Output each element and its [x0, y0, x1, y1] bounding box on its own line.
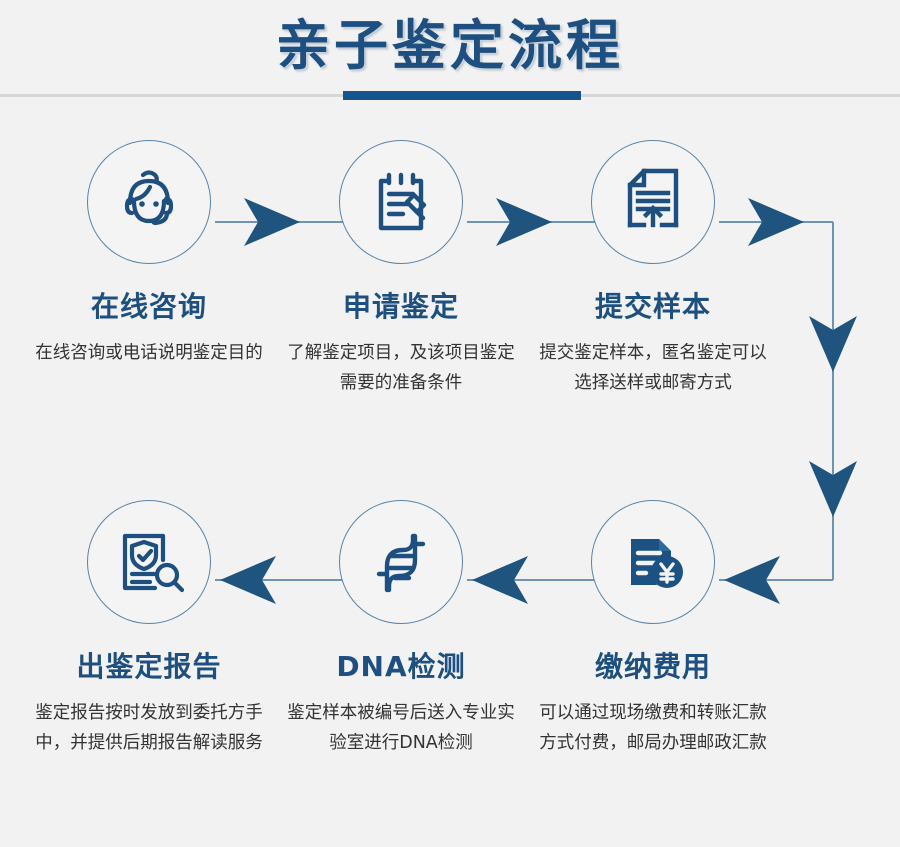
dna-helix-icon — [376, 533, 426, 593]
step-title: 缴纳费用 — [594, 650, 711, 683]
eye-right — [153, 201, 159, 207]
step-description: 鉴定样本被编号后送入专业实验室进行DNA检测 — [287, 703, 515, 753]
flow-step-dna-test[interactable]: DNA检测 鉴定样本被编号后送入专业实验室进行DNA检测 — [274, 500, 528, 758]
page-title: 亲子鉴定流程 — [276, 14, 624, 77]
step-description: 可以通过现场缴费和转账汇款方式付费，邮局办理邮政汇款 — [539, 703, 767, 753]
step-title: DNA检测 — [336, 650, 466, 683]
step-icon-circle — [591, 140, 715, 264]
step-title: 提交样本 — [594, 290, 711, 323]
invoice-yen-icon — [631, 539, 683, 588]
header-accent-underline — [343, 91, 581, 100]
step-icon-circle — [591, 500, 715, 624]
document-upload-icon — [627, 168, 679, 228]
step-description: 了解鉴定项目，及该项目鉴定需要的准备条件 — [287, 343, 515, 393]
flow-row-bottom: 出鉴定报告 鉴定报告按时发放到委托方手中，并提供后期报告解读服务 — [0, 500, 900, 845]
report-shield-search-icon — [122, 533, 185, 593]
step-icon-circle — [339, 500, 463, 624]
flow-step-apply-appraisal[interactable]: 申请鉴定 了解鉴定项目，及该项目鉴定需要的准备条件 — [274, 140, 528, 398]
step-description: 鉴定报告按时发放到委托方手中，并提供后期报告解读服务 — [35, 703, 263, 753]
clipboard-pen-icon — [378, 172, 427, 231]
step-description: 提交鉴定样本，匿名鉴定可以选择送样或邮寄方式 — [539, 343, 767, 393]
step-icon-circle — [339, 140, 463, 264]
mic-tip — [151, 219, 157, 225]
eye-left — [139, 201, 145, 207]
flow-step-submit-sample[interactable]: 提交样本 提交鉴定样本，匿名鉴定可以选择送样或邮寄方式 — [526, 140, 780, 398]
step-icon-circle — [87, 500, 211, 624]
step-description: 在线咨询或电话说明鉴定目的 — [35, 343, 263, 363]
step-icon-circle — [87, 140, 211, 264]
customer-service-headset-icon — [124, 170, 174, 226]
header: 亲子鉴定流程 — [0, 0, 900, 100]
flow-step-issue-report[interactable]: 出鉴定报告 鉴定报告按时发放到委托方手中，并提供后期报告解读服务 — [22, 500, 276, 758]
flow-row-top: 在线咨询 在线咨询或电话说明鉴定目的 申请鉴定 — [0, 140, 900, 460]
flow-step-online-consult[interactable]: 在线咨询 在线咨询或电话说明鉴定目的 — [22, 140, 276, 368]
step-title: 出鉴定报告 — [76, 650, 222, 683]
step-title: 申请鉴定 — [342, 290, 459, 323]
flow-step-pay-fee[interactable]: 缴纳费用 可以通过现场缴费和转账汇款方式付费，邮局办理邮政汇款 — [526, 500, 780, 758]
invoice-fold — [659, 539, 671, 551]
step-title: 在线咨询 — [90, 290, 207, 323]
